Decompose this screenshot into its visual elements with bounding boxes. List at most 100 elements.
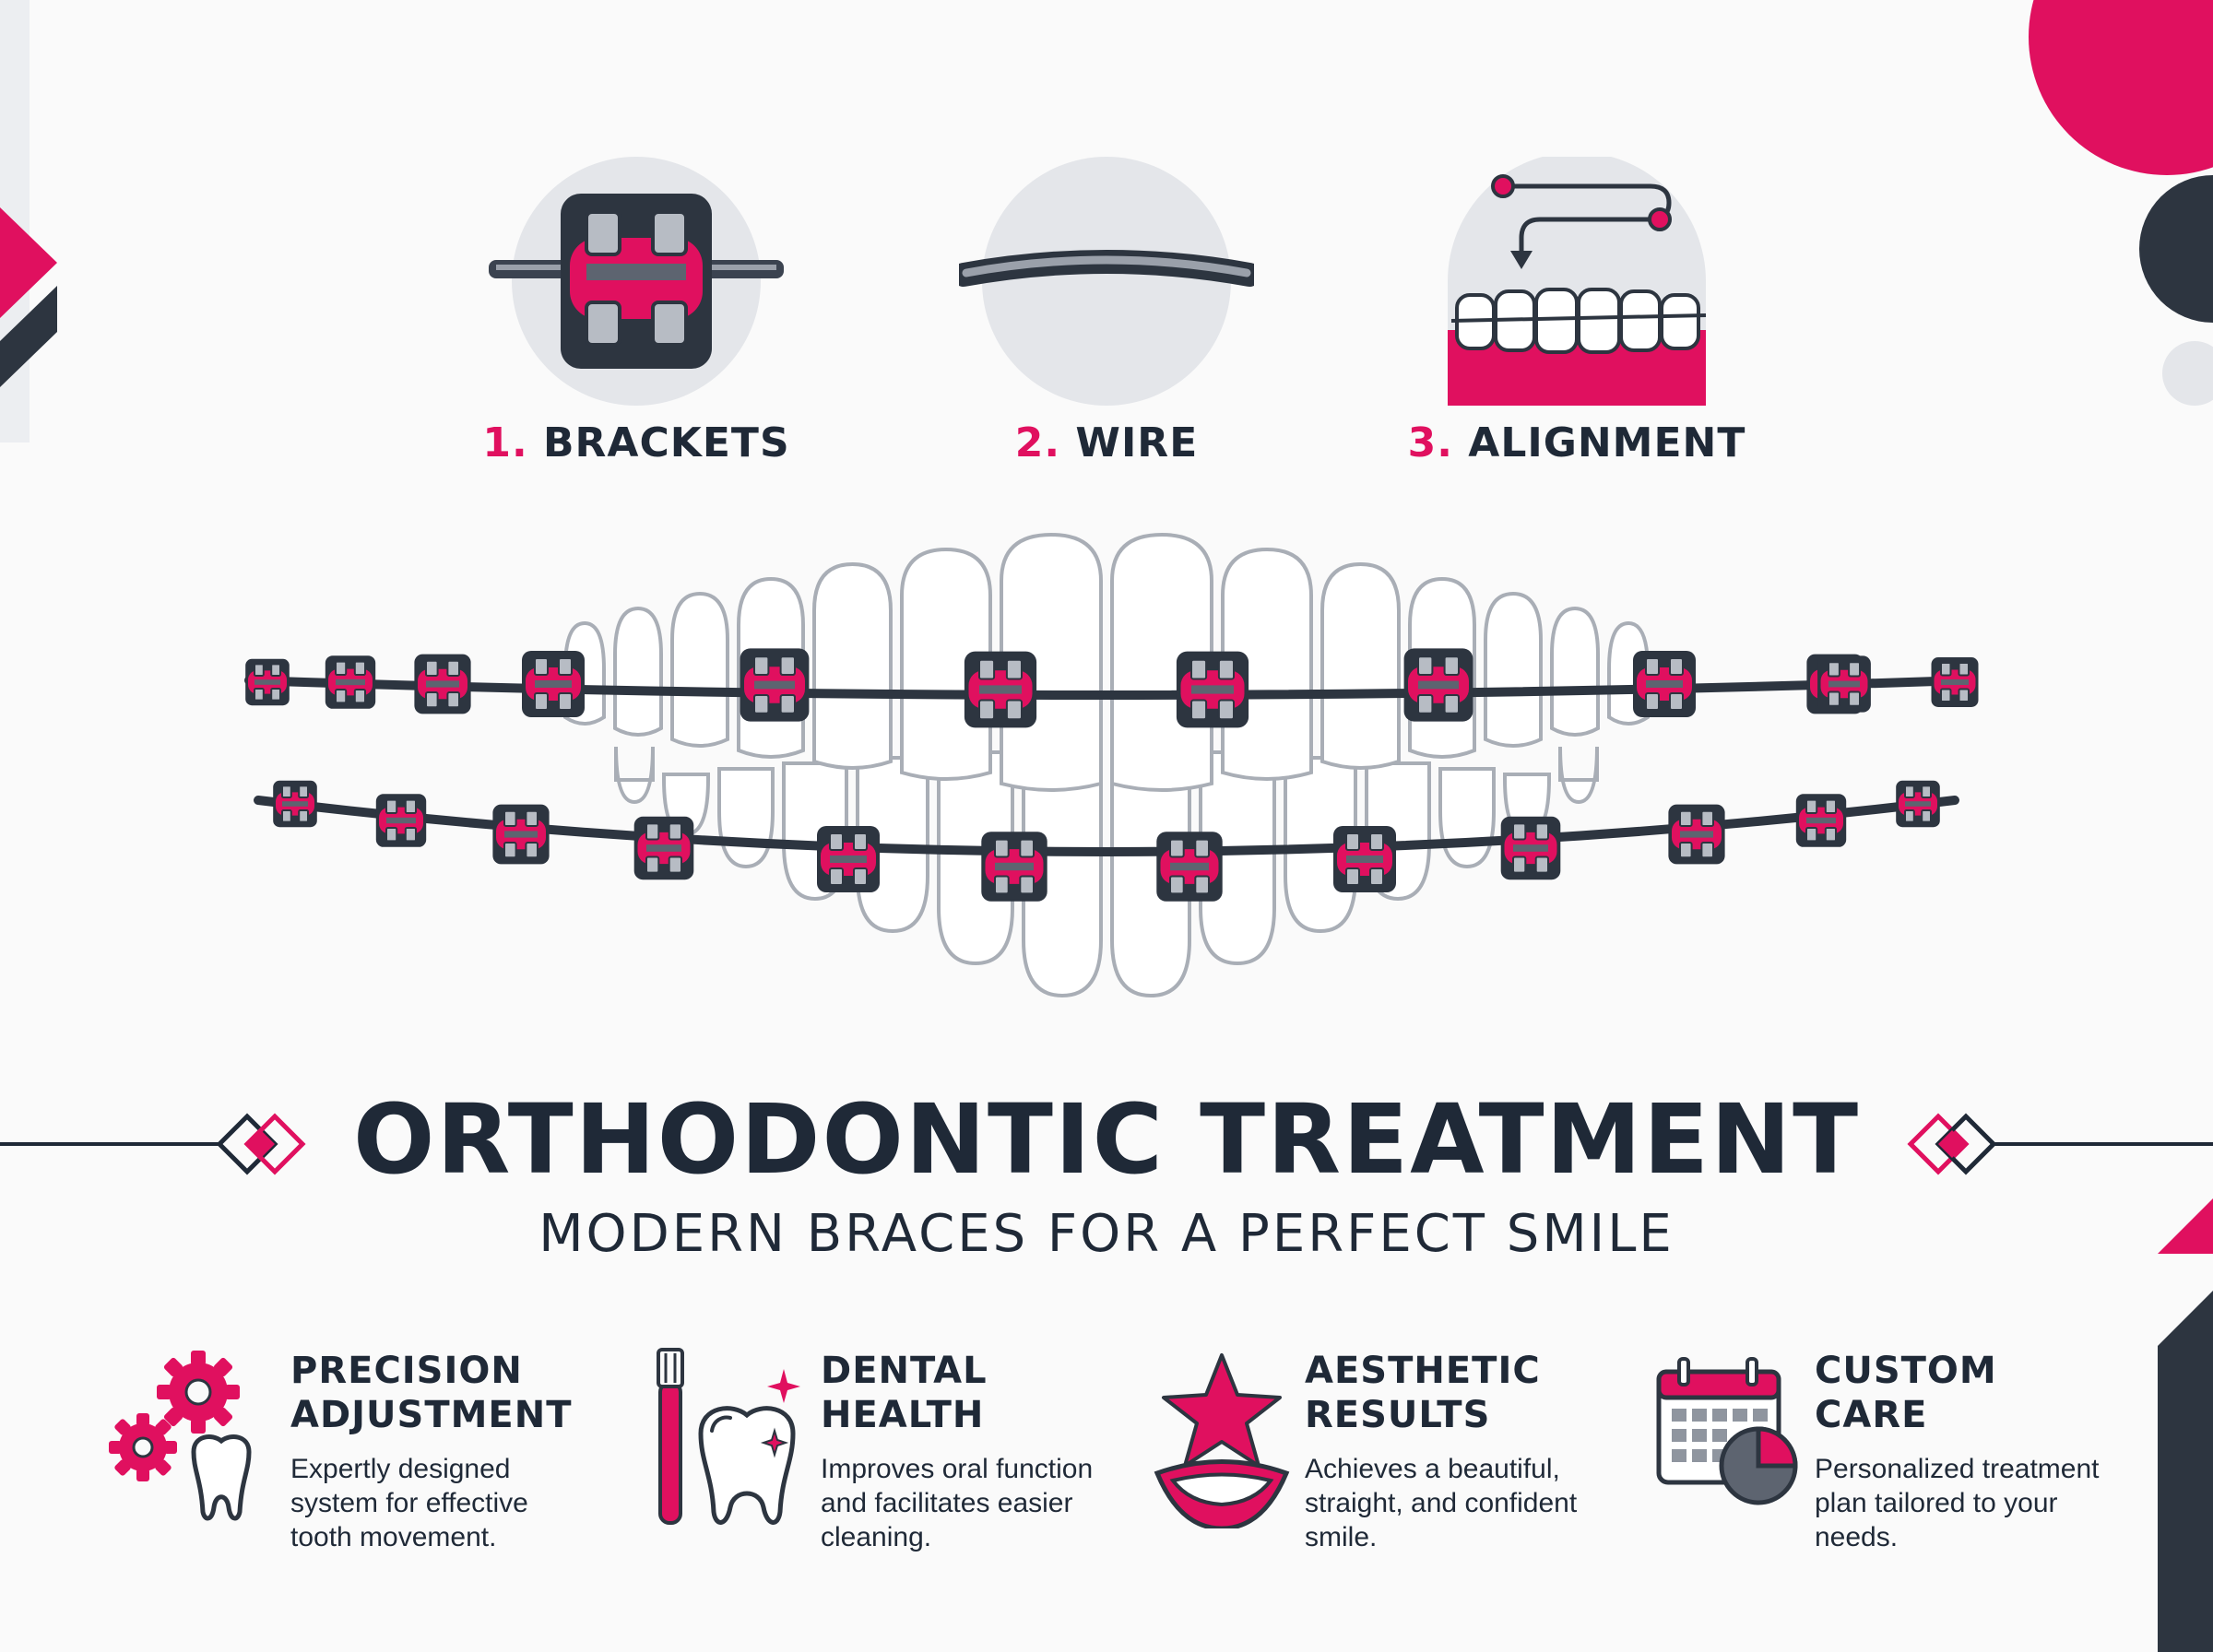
upper-bracket: [1931, 657, 1979, 707]
lower-bracket: [1795, 794, 1847, 847]
right-pink-triangle: [2158, 1198, 2213, 1254]
feature-desc-line: Personalized treatment: [1815, 1454, 2100, 1484]
feature-desc-line: and facilitates easier: [821, 1488, 1073, 1518]
smile-icon: [1154, 1459, 1290, 1528]
feature-desc-dental: Improves oral function and facilitates e…: [821, 1452, 1093, 1554]
upper-bracket: [740, 648, 810, 722]
upper-bracket: [522, 651, 585, 717]
feature-desc-custom: Personalized treatment plan tailored to …: [1815, 1452, 2100, 1554]
feature-title-line: RESULTS: [1305, 1394, 1491, 1436]
lower-bracket: [1333, 826, 1396, 892]
feature-title-line: CARE: [1815, 1394, 1928, 1436]
lower-tooth: [1558, 746, 1599, 805]
feature-desc-line: system for effective: [290, 1488, 528, 1518]
gear-small-icon: [109, 1413, 177, 1481]
feature-title-custom: CUSTOM CARE: [1815, 1349, 1997, 1437]
feature-title-line: AESTHETIC: [1305, 1350, 1541, 1392]
feature-desc-line: Achieves a beautiful,: [1305, 1454, 1560, 1484]
upper-tooth: [1550, 606, 1600, 737]
star-smile-icon: [1154, 1353, 1290, 1528]
feature-title-line: HEALTH: [821, 1394, 985, 1436]
lower-bracket: [1896, 780, 1940, 828]
upper-bracket: [325, 655, 376, 709]
lower-bracket: [492, 804, 550, 865]
lower-bracket: [375, 794, 427, 847]
feature-desc-line: Improves oral function: [821, 1454, 1094, 1484]
lower-bracket: [981, 832, 1047, 902]
feature-desc-aesthetic: Achieves a beautiful, straight, and conf…: [1305, 1452, 1577, 1554]
feature-desc-line: plan tailored to your: [1815, 1488, 2058, 1518]
right-pink-circle: [2029, 0, 2213, 175]
step-number: 3.: [1407, 419, 1453, 466]
lower-teeth: [614, 745, 1599, 998]
gear-icon: [157, 1351, 240, 1434]
left-pink-triangle: [0, 207, 57, 318]
lower-tooth: [717, 767, 775, 869]
step-label-brackets: 1. BRACKETS: [396, 419, 876, 466]
lower-bracket: [633, 816, 694, 880]
bracket-icon: [489, 157, 784, 406]
sparkle-small-icon: [760, 1427, 789, 1458]
wire-icon: [959, 157, 1254, 406]
lower-tooth: [1199, 750, 1276, 966]
alignment-icon: [1448, 157, 1707, 406]
feature-title-line: DENTAL: [821, 1350, 988, 1392]
tooth-icon: [698, 1406, 796, 1525]
lower-tooth: [937, 750, 1014, 966]
step-label-alignment: 3. ALIGNMENT: [1337, 419, 1817, 466]
lower-tooth: [1110, 745, 1191, 998]
upper-bracket: [1633, 651, 1696, 717]
calendar-chart-icon: [1656, 1357, 1798, 1505]
upper-tooth: [1320, 561, 1401, 770]
upper-bracket: [245, 658, 290, 706]
braces-illustration: [244, 532, 1979, 998]
step-text: ALIGNMENT: [1468, 419, 1746, 466]
right-gray-circle: [2162, 341, 2213, 406]
page-subtitle: MODERN BRACES FOR A PERFECT SMILE: [538, 1204, 1675, 1264]
lower-bracket: [817, 826, 880, 892]
feature-title-line: ADJUSTMENT: [290, 1394, 573, 1436]
feature-title-line: PRECISION: [290, 1350, 523, 1392]
feature-desc-precision: Expertly designed system for effective t…: [290, 1452, 528, 1554]
feature-title-aesthetic: AESTHETIC RESULTS: [1305, 1349, 1541, 1437]
upper-tooth: [812, 561, 893, 770]
upper-tooth: [1484, 591, 1543, 748]
upper-wire: [244, 676, 1969, 700]
star-icon: [1162, 1353, 1282, 1468]
lower-tooth: [614, 746, 655, 805]
lower-bracket: [1668, 804, 1725, 865]
step-number: 2.: [1014, 419, 1061, 466]
upper-bracket: [414, 654, 471, 714]
feature-desc-line: Expertly designed: [290, 1454, 511, 1484]
lower-tooth: [1022, 745, 1103, 998]
upper-tooth: [670, 591, 729, 748]
toothbrush-tooth-icon: [657, 1348, 800, 1525]
upper-bracket: [1403, 648, 1473, 722]
upper-bracket: [964, 651, 1037, 728]
feature-desc-line: tooth movement.: [290, 1522, 497, 1552]
lower-tooth: [1438, 767, 1496, 869]
upper-bracket: [1176, 651, 1249, 728]
lower-bracket: [273, 780, 317, 828]
feature-desc-line: cleaning.: [821, 1522, 932, 1552]
pie-chart-icon: [1719, 1426, 1798, 1505]
lower-bracket: [1500, 816, 1561, 880]
gears-tooth-icon: [109, 1351, 252, 1521]
page-title: ORTHODONTIC TREATMENT: [352, 1083, 1861, 1196]
step-text: BRACKETS: [543, 419, 790, 466]
step-number: 1.: [482, 419, 528, 466]
toothbrush-icon: [657, 1348, 684, 1525]
feature-title-line: CUSTOM: [1815, 1350, 1997, 1392]
sparkle-icon: [767, 1369, 800, 1403]
feature-desc-line: needs.: [1815, 1522, 1899, 1552]
tooth-icon: [191, 1434, 252, 1521]
feature-title-dental: DENTAL HEALTH: [821, 1349, 988, 1437]
upper-teeth: [563, 532, 1650, 792]
step-label-wire: 2. WIRE: [867, 419, 1346, 466]
lower-bracket: [1156, 832, 1223, 902]
upper-tooth: [613, 606, 663, 737]
feature-desc-line: smile.: [1305, 1522, 1378, 1552]
feature-title-precision: PRECISION ADJUSTMENT: [290, 1349, 573, 1437]
feature-desc-line: straight, and confident: [1305, 1488, 1578, 1518]
